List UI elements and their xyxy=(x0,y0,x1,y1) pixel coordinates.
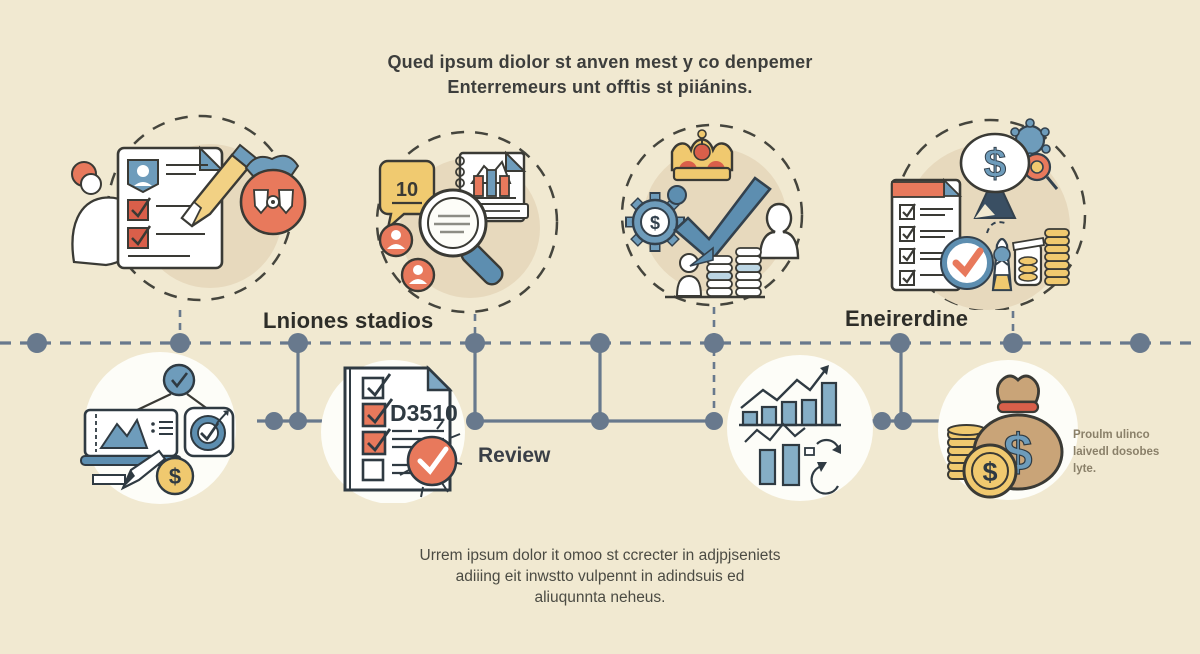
footer-line-1: Urrem ipsum dolor it omoo st ccrecter in… xyxy=(419,547,781,564)
footer-paragraph: Urrem ipsum dolor it omoo st ccrecter in… xyxy=(0,545,1200,608)
dashboard-target-illustration: $ xyxy=(80,352,236,504)
candidate-avatar-icon xyxy=(400,257,436,293)
growth-chart-illustration xyxy=(727,355,873,501)
stage-label-right: Eneirerdine xyxy=(845,306,969,331)
dollar-glyph: $ xyxy=(169,464,181,489)
bar-chart-icon xyxy=(739,365,841,427)
team-badge-icon xyxy=(239,154,307,236)
side-note-line-3: lyte. xyxy=(1073,463,1097,475)
person-outline-icon xyxy=(758,202,800,260)
checkbox-icon xyxy=(127,227,149,249)
application-form-illustration xyxy=(71,114,307,302)
page-title: Qued ipsum diolor st anven mest y co den… xyxy=(0,50,1200,100)
gear-dollar-icon: $ xyxy=(625,192,685,252)
gold-coins-icon xyxy=(1011,228,1070,287)
pencil-icon xyxy=(92,449,167,491)
doc-code-text: D3510 xyxy=(390,400,458,426)
side-note-line-1: Proulm ulinco xyxy=(1073,429,1150,441)
approved-stamp-icon xyxy=(399,420,463,498)
stage-label-left: Lniones stadios xyxy=(263,308,434,333)
gear-icon xyxy=(1009,118,1059,190)
money-bag-illustration: $ $ xyxy=(938,360,1078,500)
footer-line-3: aliuqunnta neheus. xyxy=(534,589,666,606)
magnifier-icon xyxy=(418,188,504,286)
small-figure-icon xyxy=(675,246,714,297)
dollar-glyph: $ xyxy=(982,457,997,487)
dollar-coin-icon: $ xyxy=(155,456,195,496)
score-text: 10 xyxy=(396,179,418,201)
crown-icon xyxy=(670,129,734,182)
title-line-1: Qued ipsum diolor st anven mest y co den… xyxy=(387,52,813,72)
review-checklist-illustration: D3510 xyxy=(321,360,465,503)
dollar-coin-icon: $ xyxy=(962,443,1018,499)
approval-crown-illustration: $ xyxy=(620,123,804,307)
footer-line-2: adiiing eit inwstto vulpennt in adindsui… xyxy=(455,568,745,585)
dollar-glyph: $ xyxy=(650,213,660,233)
laptop-chart-icon xyxy=(80,408,182,466)
score-bubble-icon: 10 xyxy=(378,159,436,232)
rocket-icon xyxy=(986,221,1013,292)
target-check-icon xyxy=(183,406,235,458)
title-line-2: Enterremeurs unt offtis st piiánins. xyxy=(447,77,753,97)
dollar-glyph: $ xyxy=(984,142,1006,186)
side-note: Proulm ulinco laivedl dosobes lyte. xyxy=(1073,427,1183,478)
dot-accent xyxy=(667,185,687,205)
checkbox-icon xyxy=(127,199,149,221)
coin-stacks-icon xyxy=(706,247,762,297)
candidate-avatar-icon xyxy=(378,222,414,258)
rewards-checklist-illustration: $ xyxy=(890,118,1087,310)
badge-check-icon xyxy=(940,236,994,290)
timeline-dots xyxy=(27,333,1150,430)
side-note-line-2: laivedl dosobes xyxy=(1073,446,1160,458)
form-document-icon xyxy=(116,145,225,270)
dollar-bubble-icon: $ xyxy=(959,132,1031,219)
search-analysis-illustration: 10 xyxy=(375,130,559,314)
review-label: Review xyxy=(478,444,551,467)
trend-refresh-icon xyxy=(744,422,841,495)
